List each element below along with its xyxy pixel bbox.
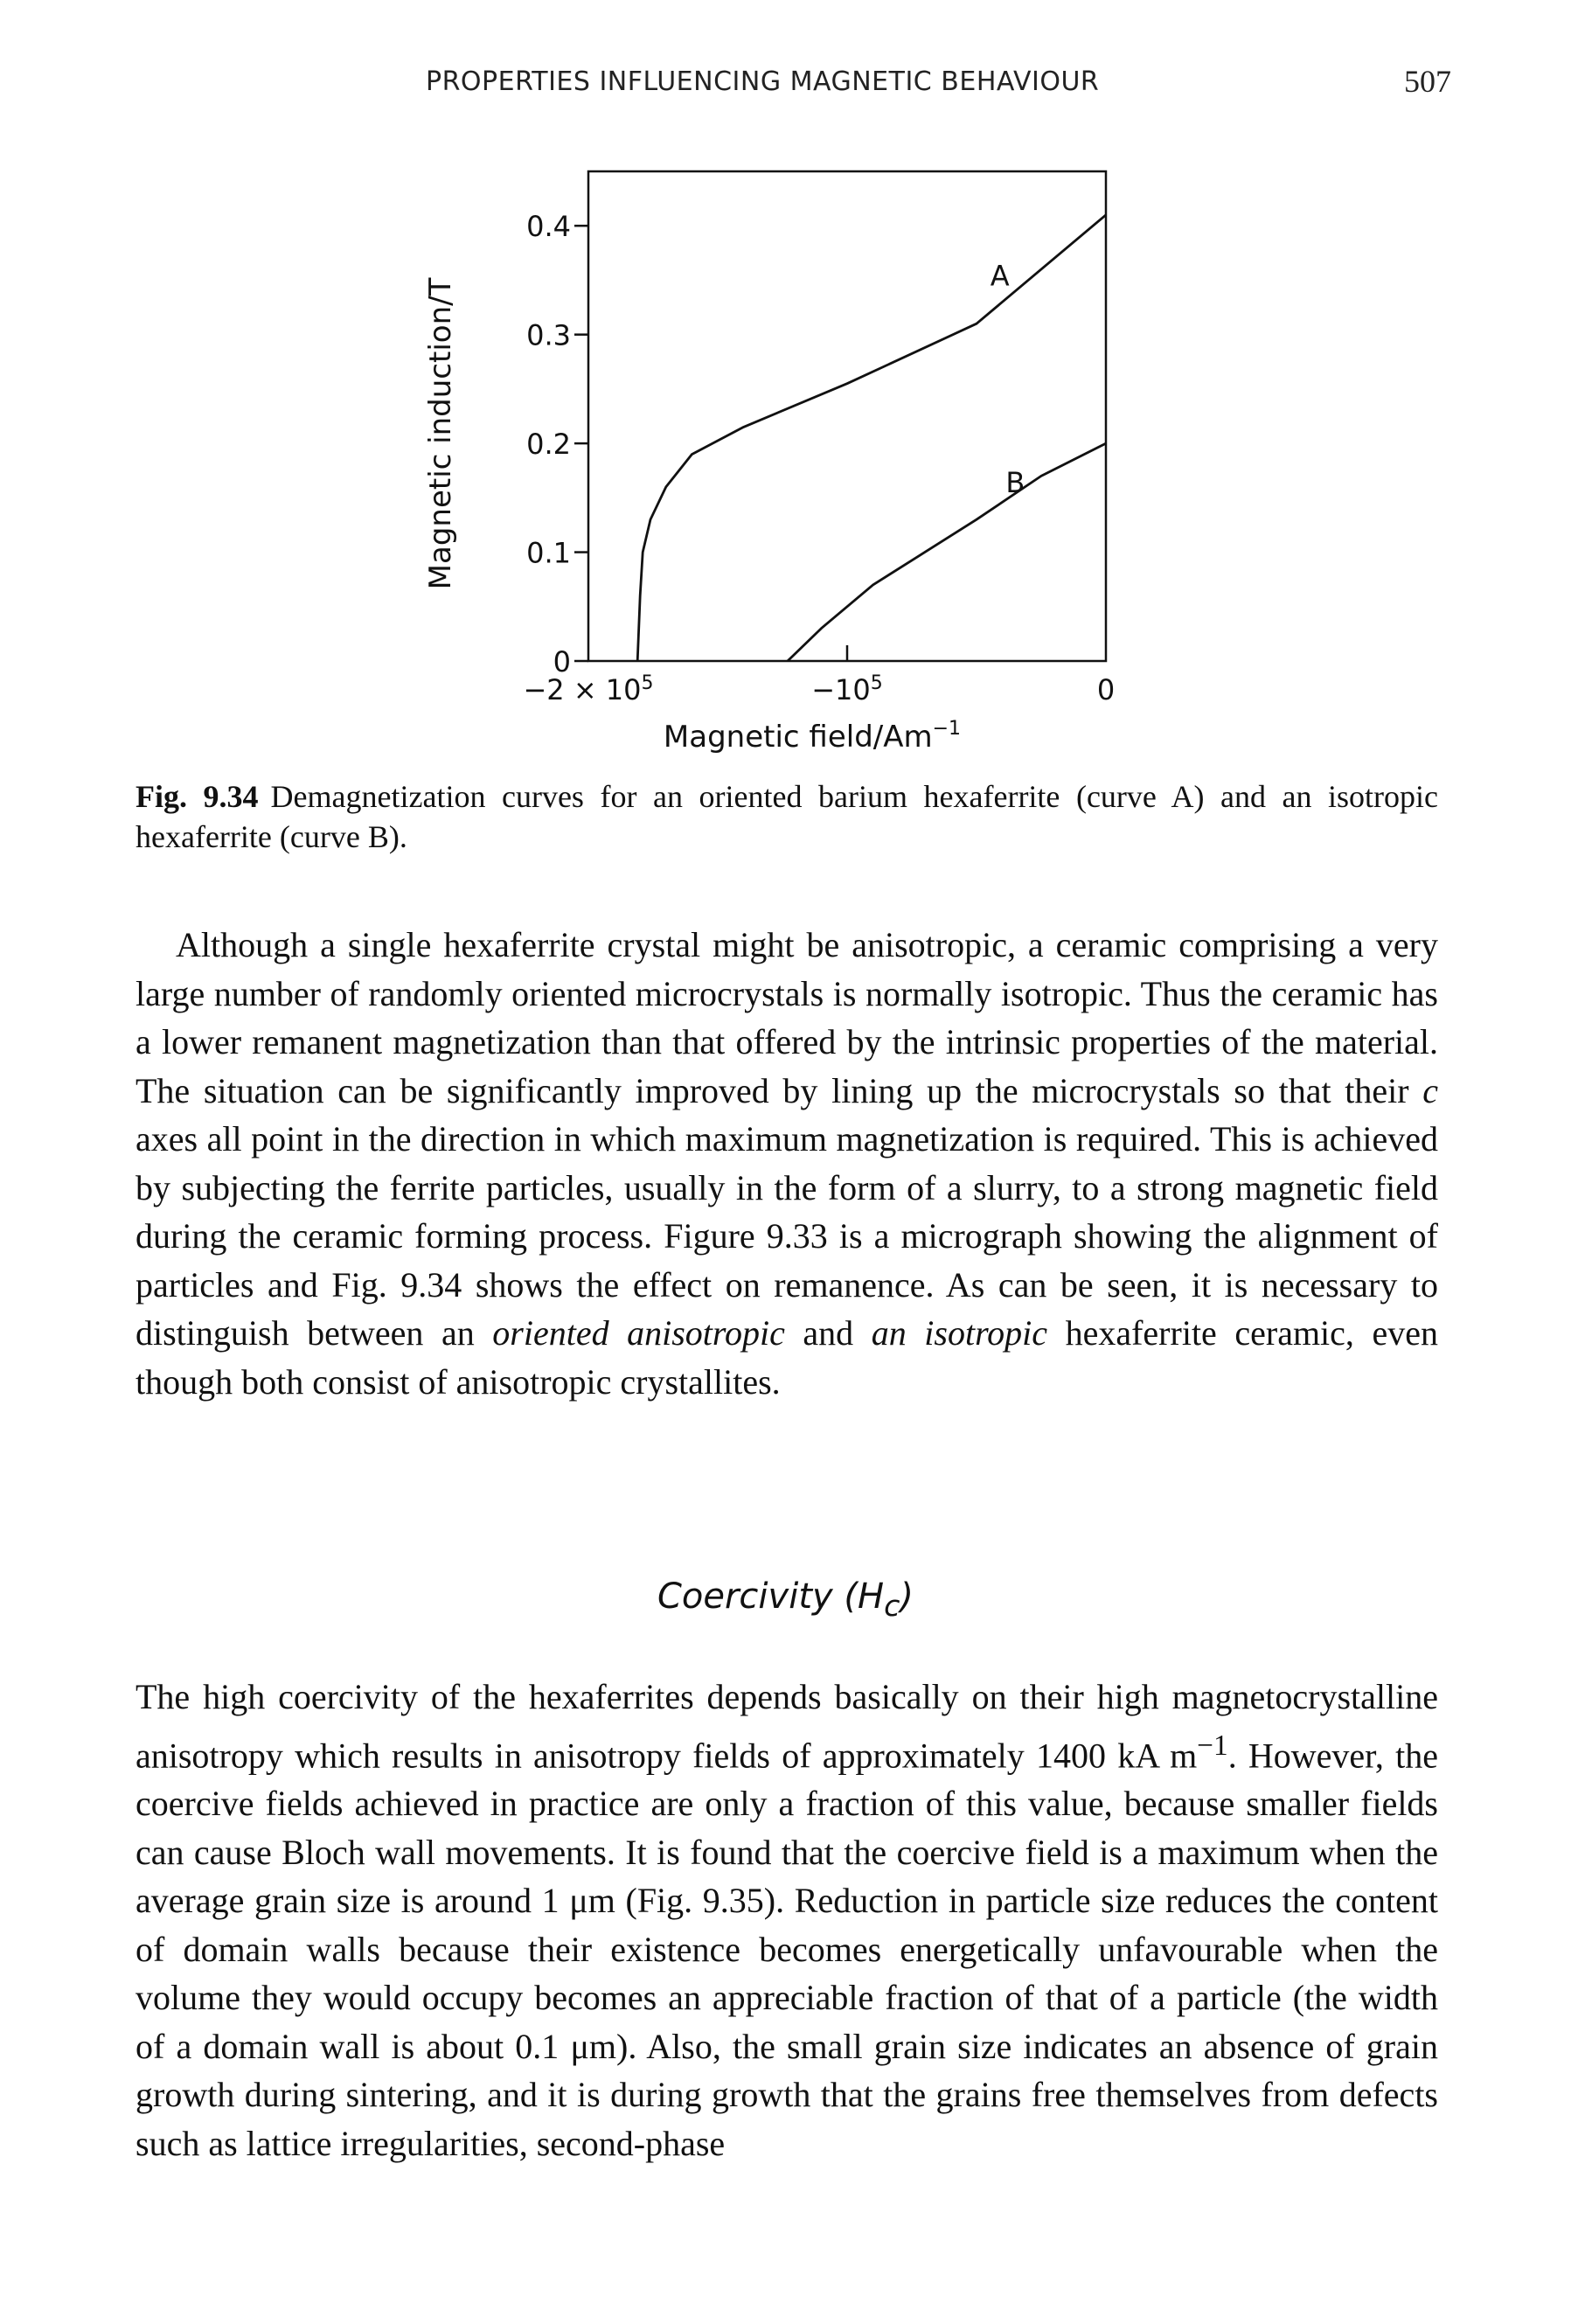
- y-tick-label: 0.1: [526, 537, 571, 570]
- curve-b: [786, 442, 1107, 663]
- section-heading-text: Coercivity (H: [657, 1576, 885, 1617]
- x-axis-label: Magnetic field/Am−1: [664, 718, 961, 755]
- plot-frame: [587, 170, 1108, 663]
- figure-label: Fig. 9.34: [136, 779, 259, 814]
- paragraph-1-c-axis: c: [1422, 1070, 1438, 1110]
- paragraph-2-sup: −1: [1197, 1729, 1228, 1762]
- curve-a: [636, 213, 1107, 662]
- paragraph-1-text-a: Although a single hexaferrite crystal mi…: [136, 925, 1438, 1110]
- curve-label-b: B: [1005, 466, 1025, 499]
- section-heading: Coercivity (Hc): [0, 1576, 1571, 1623]
- paragraph-2: The high coercivity of the hexaferrites …: [136, 1673, 1438, 2167]
- paragraph-1: Although a single hexaferrite crystal mi…: [136, 921, 1438, 1406]
- x-tick-label: 0: [1097, 673, 1115, 706]
- y-tick-label: 0.4: [526, 210, 571, 243]
- section-heading-sub: c: [884, 1589, 900, 1623]
- section-heading-close: ): [900, 1576, 914, 1617]
- running-head: PROPERTIES INFLUENCING MAGNETIC BEHAVIOU…: [426, 66, 1100, 97]
- paragraph-1-em-oriented: oriented anisotropic: [492, 1313, 785, 1353]
- paragraph-2-text-a: The high coercivity of the hexaferrites …: [136, 1677, 1438, 1775]
- paragraph-2-text-b: . However, the coercive fields achieved …: [136, 1735, 1438, 2163]
- curve-label-a: A: [991, 260, 1010, 293]
- y-axis-label: Magnetic induction/T: [423, 277, 458, 589]
- paragraph-1-text-b: axes all point in the direction in which…: [136, 1119, 1438, 1353]
- y-tick-label: 0.2: [526, 428, 571, 461]
- page-number: 507: [1404, 64, 1451, 99]
- figure-caption-text: Demagnetization curves for an oriented b…: [136, 779, 1438, 854]
- y-tick-label: 0.3: [526, 319, 571, 352]
- y-tick-label: 0: [553, 645, 571, 678]
- paragraph-1-em-isotropic: an isotropic: [871, 1313, 1048, 1353]
- paragraph-1-and: and: [784, 1313, 872, 1353]
- x-tick-label: −105: [811, 672, 883, 706]
- x-tick-label: −2 × 105: [523, 672, 653, 706]
- paragraph-1-text-c: hexaferrite ceramic, even though both co…: [136, 1313, 1438, 1402]
